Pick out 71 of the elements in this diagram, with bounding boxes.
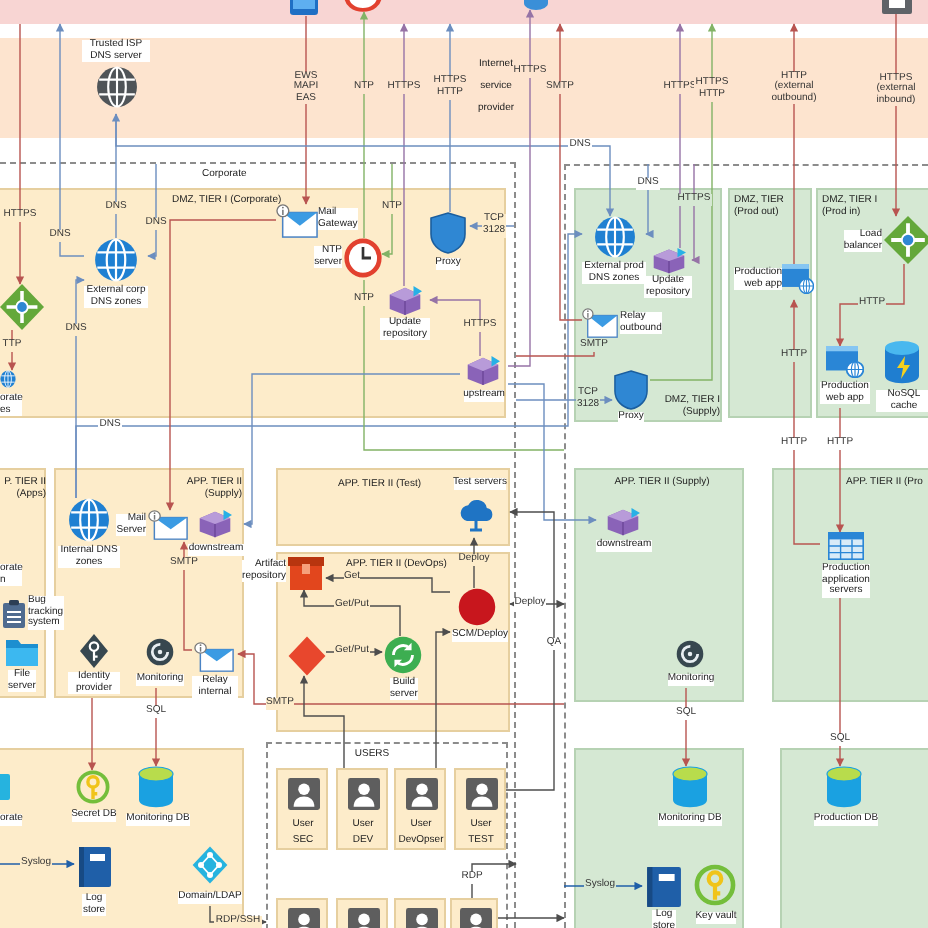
- dashed-zone: [564, 164, 928, 928]
- connector: [299, 589, 401, 637]
- connector: [75, 229, 583, 499]
- connector: [151, 687, 161, 767]
- connector: [505, 507, 555, 791]
- connector: [835, 597, 845, 767]
- connector: [399, 23, 409, 287]
- connector: [445, 23, 455, 213]
- connector: [891, 13, 901, 217]
- zone-panel: [816, 188, 928, 418]
- connector: [165, 219, 277, 511]
- zone-panel: [780, 748, 928, 928]
- connector: [789, 23, 799, 265]
- connector: [243, 373, 461, 529]
- connector: [87, 697, 97, 771]
- zone-panel: [276, 468, 510, 546]
- tablet-icon: [288, 0, 320, 16]
- connector: [299, 675, 345, 769]
- connector: [789, 299, 821, 545]
- connector: [0, 859, 75, 869]
- connector: [429, 295, 481, 357]
- connector: [507, 9, 535, 367]
- connector: [469, 537, 479, 589]
- zone-panel: [728, 188, 812, 418]
- user-card: [336, 898, 388, 928]
- connector: [55, 23, 85, 257]
- zone-panel: [772, 468, 928, 702]
- zone-band: [0, 0, 928, 24]
- user-card: [454, 768, 506, 850]
- connector: [563, 881, 643, 891]
- zone-panel: [574, 468, 744, 702]
- connector: [115, 113, 615, 217]
- connector: [471, 859, 517, 899]
- connector: [209, 905, 267, 927]
- connector: [645, 163, 654, 239]
- user-card: [336, 768, 388, 850]
- user-card: [276, 898, 328, 928]
- user-card: [276, 768, 328, 850]
- monitor-icon: [882, 0, 912, 14]
- connector: [237, 649, 565, 705]
- connector: [147, 163, 157, 261]
- connector: [497, 913, 565, 923]
- connector: [681, 687, 691, 767]
- user-card: [450, 898, 498, 928]
- zone-panel: [574, 188, 722, 422]
- connector: [179, 541, 193, 651]
- user-card: [394, 768, 446, 850]
- user-card: [394, 898, 446, 928]
- connector: [691, 163, 700, 265]
- connector: [325, 573, 451, 593]
- connector: [15, 23, 25, 285]
- connector: [325, 647, 383, 657]
- connector: [111, 113, 121, 239]
- connector: [835, 407, 845, 533]
- zone-panel: [0, 188, 506, 418]
- zone-panel: [574, 748, 744, 928]
- connector: [301, 15, 311, 205]
- connector: [381, 163, 393, 259]
- connector: [435, 627, 451, 769]
- connector: [649, 23, 717, 381]
- connector: [507, 383, 597, 525]
- dashed-zone: [266, 742, 508, 928]
- connector: [555, 23, 583, 321]
- connector: [835, 263, 905, 347]
- diamond-shape: [288, 636, 326, 676]
- dashed-zone: [0, 162, 516, 928]
- connector: [363, 279, 565, 451]
- connector: [675, 23, 685, 249]
- connector: [359, 11, 369, 239]
- zone-band: [0, 38, 928, 138]
- load-balancer-icon: [0, 284, 44, 330]
